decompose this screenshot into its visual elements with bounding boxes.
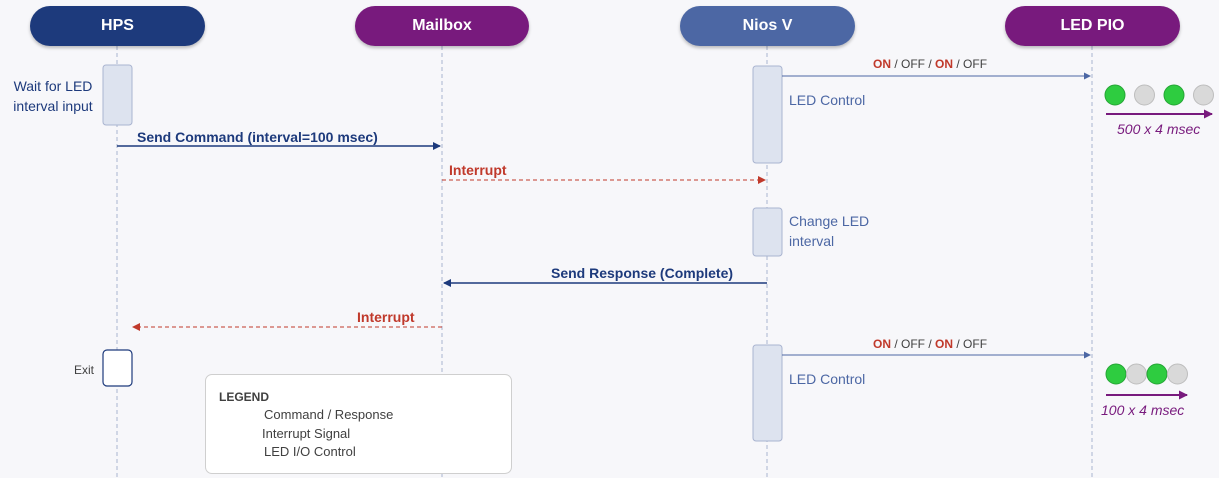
led-control-note-2: LED Control (789, 371, 866, 387)
change-line2: interval (789, 233, 835, 249)
interrupt-label-2: Interrupt (357, 309, 415, 325)
io-2-off-a: OFF (901, 337, 926, 351)
second-led-4-off (1167, 363, 1188, 385)
actor-hps-label: HPS (101, 17, 134, 34)
interrupt-label-1: Interrupt (449, 162, 507, 178)
first-led-3-on (1163, 84, 1185, 106)
io-1-off-a: OFF (901, 57, 926, 71)
io-label-2: ON / OFF / ON / OFF (873, 334, 987, 354)
io-1-sep-b: / (925, 57, 936, 71)
led-pattern-first (1104, 84, 1214, 106)
io-1-sep-a: / (891, 57, 902, 71)
io-1-on-a: ON (873, 57, 891, 71)
io-1-sep-c: / (953, 57, 964, 71)
io-2-sep-c: / (953, 337, 964, 351)
actor-nios-label: Nios V (742, 17, 793, 34)
nios-led-control-activation-2 (752, 344, 783, 442)
actor-ledpio-label: LED PIO (1060, 17, 1125, 34)
hps-wait-line2: interval input (13, 98, 93, 114)
actor-nios: Nios V (680, 6, 855, 46)
send-command-label: Send Command (interval=100 msec) (137, 129, 378, 145)
legend-interrupt-label: Interrupt Signal (262, 426, 351, 441)
io-label-1: ON / OFF / ON / OFF (873, 54, 987, 74)
send-response-label: Send Response (Complete) (551, 265, 734, 281)
first-led-1-on (1104, 84, 1126, 106)
io-2-on-a: ON (873, 337, 891, 351)
io-2-sep-b: / (925, 337, 936, 351)
nios-change-interval-activation (752, 207, 783, 257)
hps-wait-activation (102, 64, 133, 126)
io-1-on-b: ON (935, 57, 954, 71)
legend-box: LEGEND Command / Response Interrupt Sign… (205, 374, 512, 474)
hps-exit-activation (102, 349, 133, 387)
io-2-off-b: OFF (963, 337, 988, 351)
nios-led-control-activation-1 (752, 65, 783, 164)
legend-title: LEGEND (219, 390, 270, 404)
led-control-note-1: LED Control (789, 92, 866, 108)
actor-hps: HPS (30, 6, 205, 46)
actor-ledpio: LED PIO (1005, 6, 1180, 46)
second-led-2-off (1126, 363, 1147, 385)
hps-exit-note: Exit (74, 363, 95, 377)
io-2-sep-a: / (891, 337, 902, 351)
hps-wait-line1: Wait for LED (13, 78, 93, 94)
timing-label-1: 500 x 4 msec (1117, 121, 1201, 137)
legend-io-label: LED I/O Control (264, 444, 356, 459)
first-led-4-off (1193, 84, 1214, 106)
second-led-1-on (1105, 363, 1127, 385)
change-line1: Change LED (789, 213, 870, 229)
led-pattern-second (1105, 363, 1188, 385)
second-led-3-on (1146, 363, 1168, 385)
hps-wait-note: Wait for LED interval input (6, 76, 100, 116)
actor-mailbox: Mailbox (355, 6, 529, 46)
actor-mailbox-label: Mailbox (412, 17, 472, 34)
io-2-on-b: ON (935, 337, 954, 351)
change-interval-note: Change LED interval (789, 211, 869, 251)
timing-label-2: 100 x 4 msec (1101, 402, 1185, 418)
first-led-2-off (1134, 84, 1155, 106)
legend-command-label: Command / Response (264, 407, 394, 422)
io-1-off-b: OFF (963, 57, 988, 71)
